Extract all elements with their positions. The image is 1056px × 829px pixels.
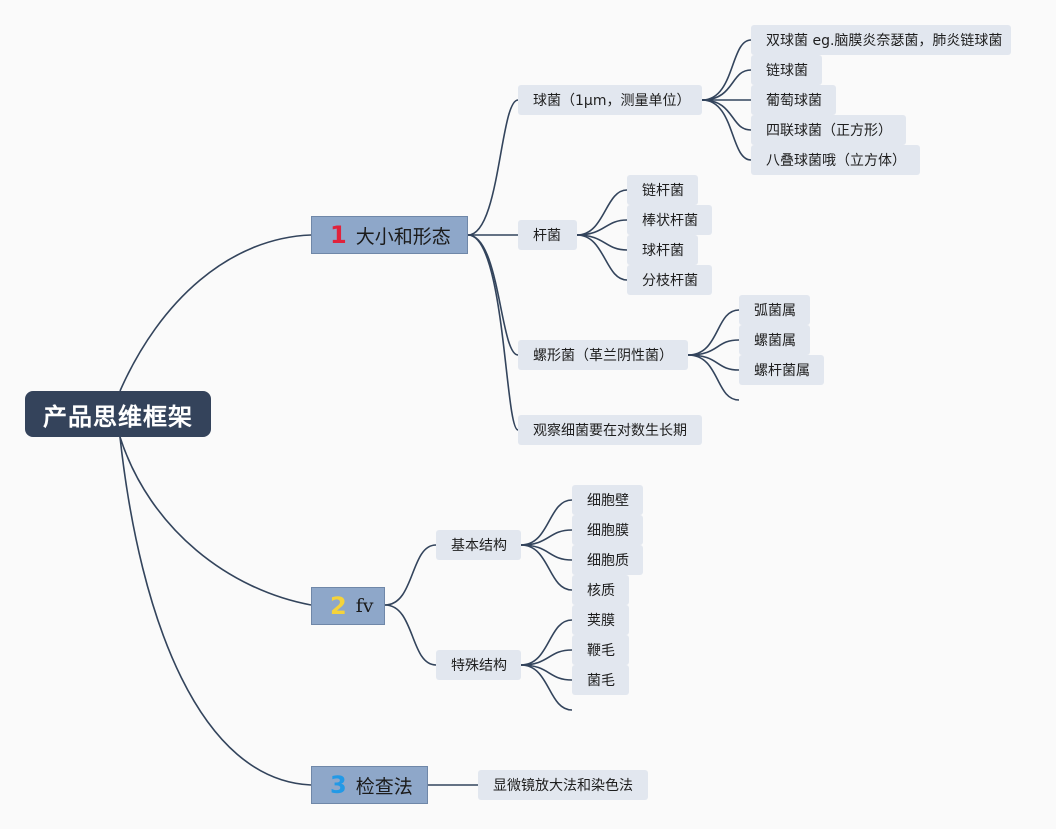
link-root-to-branch-3 [119,436,312,786]
link-spiral-leaf [687,339,740,356]
leaf-pilus[interactable]: 菌毛 [572,665,629,695]
leaf-streptobacillus[interactable]: 链杆菌 [627,175,698,205]
number-one-icon: 1 [330,221,347,249]
subtopic-bacillus[interactable]: 杆菌 [518,220,577,250]
link-basic-leaf [520,544,573,591]
link-b1-to-spiral [467,234,519,356]
leaf-sarcina[interactable]: 八叠球菌哦（立方体） [751,145,920,175]
link-coccus-leaf [701,39,752,101]
link-root-to-branch-1 [119,234,312,392]
leaf-corynebacterium[interactable]: 棒状杆菌 [627,205,712,235]
link-special-leaf [520,649,573,666]
link-special-leaf [520,664,573,711]
subtopic-basic-structure[interactable]: 基本结构 [436,530,521,560]
link-root-to-branch-2 [119,436,312,606]
link-spiral-leaf [687,354,740,371]
leaf-capsule[interactable]: 荚膜 [572,605,629,635]
link-coccus-leaf [701,99,752,161]
branch-examination[interactable]: 3 检查法 [311,766,428,804]
link-spiral-leaf [687,309,740,356]
branch-label: fv [355,595,374,617]
link-coccus-leaf [701,99,752,131]
branch-size-and-shape[interactable]: 1 大小和形态 [311,216,468,254]
link-bacillus-leaf [576,234,628,251]
number-three-icon: 3 [330,771,347,799]
link-b2-to-special [384,604,437,666]
leaf-cell-membrane[interactable]: 细胞膜 [572,515,643,545]
link-spiral-leaf [687,354,740,401]
root-topic[interactable]: 产品思维框架 [25,391,211,437]
leaf-flagellum[interactable]: 鞭毛 [572,635,629,665]
leaf-cell-wall[interactable]: 细胞壁 [572,485,643,515]
link-basic-leaf [520,529,573,546]
leaf-vibrio[interactable]: 弧菌属 [739,295,810,325]
number-two-icon: 2 [330,592,347,620]
branch-label: 检查法 [355,775,413,798]
branch-label: 大小和形态 [355,225,451,248]
branch-fv[interactable]: 2 fv [311,587,385,625]
link-b1-to-observe [467,234,519,431]
leaf-coccobacillus[interactable]: 球杆菌 [627,235,698,265]
link-b1-to-coccus [467,99,519,236]
subtopic-observe[interactable]: 观察细菌要在对数生长期 [518,415,702,445]
link-bacillus-leaf [576,219,628,236]
leaf-diplococcus[interactable]: 双球菌 eg.脑膜炎奈瑟菌，肺炎链球菌 [751,25,1011,55]
link-bacillus-leaf [576,189,628,236]
subtopic-spiral[interactable]: 螺形菌（革兰阴性菌） [518,340,688,370]
link-basic-leaf [520,544,573,561]
link-special-leaf [520,664,573,681]
subtopic-microscopy-staining[interactable]: 显微镜放大法和染色法 [478,770,648,800]
leaf-staphylococcus[interactable]: 葡萄球菌 [751,85,836,115]
leaf-streptococcus[interactable]: 链球菌 [751,55,822,85]
link-basic-leaf [520,499,573,546]
leaf-tetrad[interactable]: 四联球菌（正方形） [751,115,906,145]
subtopic-special-structure[interactable]: 特殊结构 [436,650,521,680]
link-coccus-leaf [701,69,752,101]
link-bacillus-leaf [576,234,628,281]
subtopic-coccus[interactable]: 球菌（1μm，测量单位） [518,85,702,115]
leaf-mycobacterium[interactable]: 分枝杆菌 [627,265,712,295]
link-special-leaf [520,619,573,666]
leaf-nucleoid[interactable]: 核质 [572,575,629,605]
leaf-helicobacter[interactable]: 螺杆菌属 [739,355,824,385]
leaf-spirillum[interactable]: 螺菌属 [739,325,810,355]
leaf-cytoplasm[interactable]: 细胞质 [572,545,643,575]
link-b2-to-basic [384,544,437,606]
